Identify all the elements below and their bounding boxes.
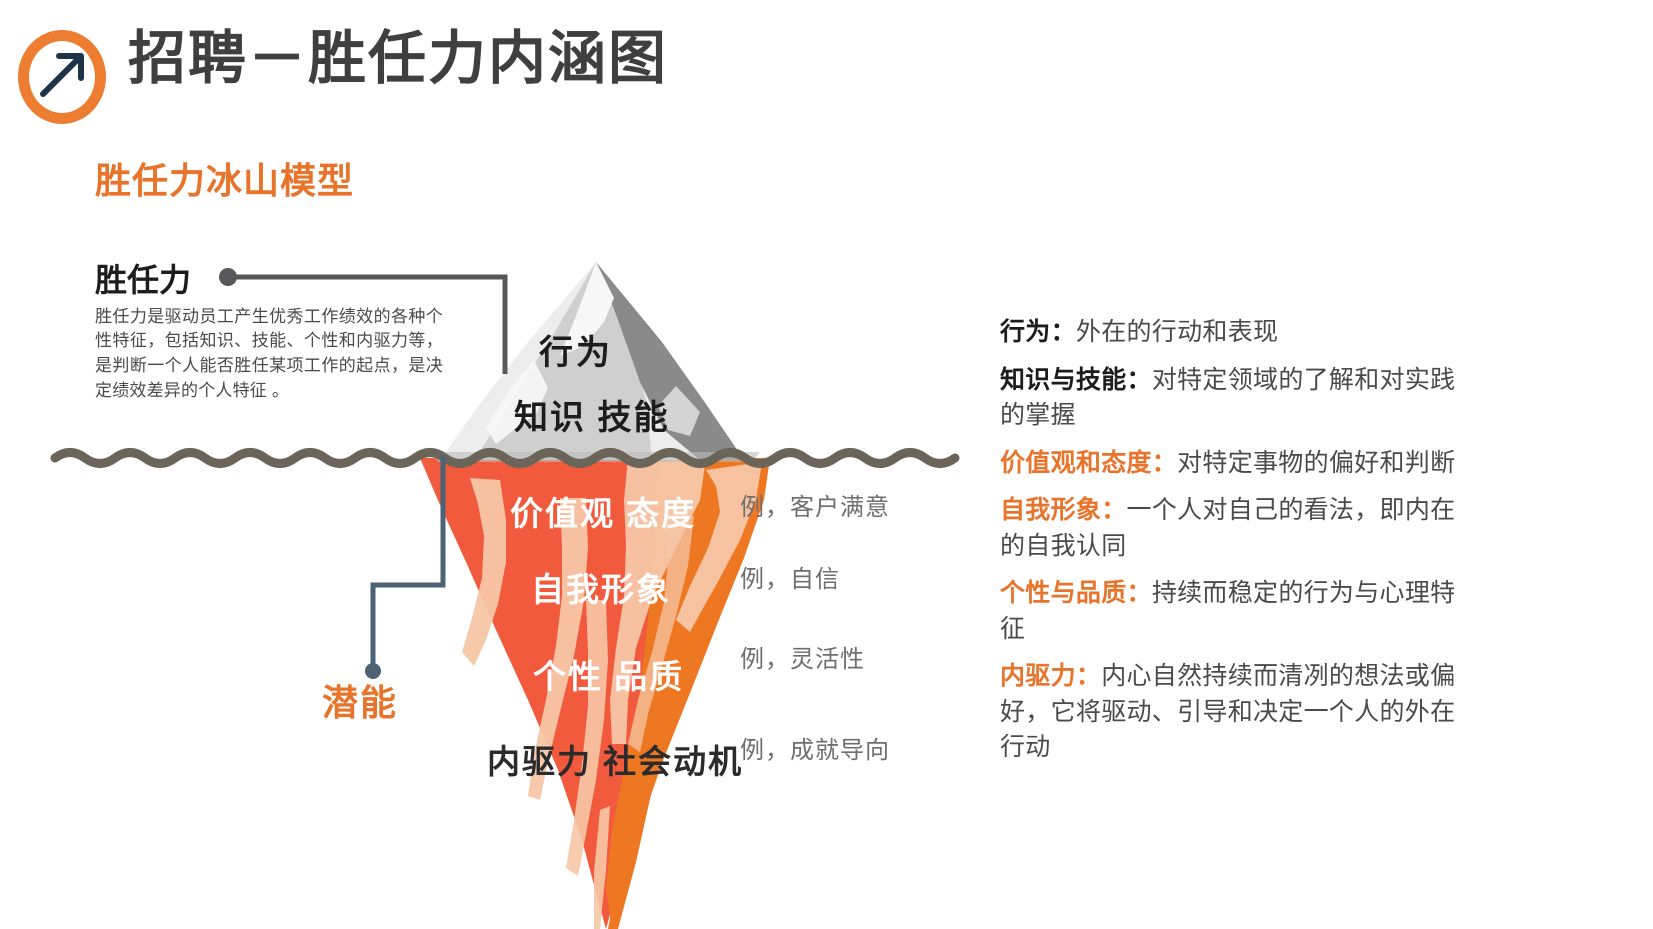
logo-ring [18,30,106,124]
iceberg-peak-snow-b [486,360,548,444]
iceberg-illustration [50,262,960,929]
connector-competency [219,268,508,374]
legend-value: 外在的行动和表现 [1075,318,1279,346]
example-item: 例，自信 [740,566,840,593]
connector-potential [365,455,446,679]
arrow-up-right-circle-icon [40,53,84,97]
iceberg-streak-b [528,498,588,800]
callout-competency: 胜任力 胜任力是驱动员工产生优秀工作绩效的各种个性特征，包括知识、技能、个性和内… [95,262,445,403]
iceberg-streak-d [676,462,762,632]
example-item: 例，灵活性 [740,646,865,673]
callout-potential-label: 潜能 [322,682,399,723]
definition-legend: 行为：外在的行动和表现 知识与技能：对特定领域的了解和对实践的掌握 价值观和态度… [1000,315,1480,778]
legend-key: 自我形象： [1000,496,1127,524]
example-item: 例，成就导向 [740,737,890,764]
legend-value: 对特定领域的了解和对实践的掌握 [1000,365,1456,430]
callout-competency-title: 胜任力 [95,262,192,298]
iceberg-tail-peach [594,806,610,929]
legend-key: 价值观和态度： [1000,448,1178,477]
legend-item-personality: 个性与品质：持续而稳定的行为与心理特征 [1000,576,1480,647]
iceberg-peak-dark [596,262,744,460]
iceberg-label-personality-quality: 个性 品质 [533,658,685,695]
legend-key: 内驱力： [1000,662,1102,690]
iceberg-streak-c [462,478,506,666]
iceberg-label-knowledge-skill: 知识 技能 [514,399,670,437]
legend-key: 知识与技能： [1000,365,1152,394]
legend-item-knowledge: 知识与技能：对特定领域的了解和对实践的掌握 [1000,363,1480,434]
iceberg-streak-e [566,600,608,876]
legend-value: 一个人对自己的看法，即内在的自我认同 [1000,496,1456,560]
legend-item-self-image: 自我形象：一个人对自己的看法，即内在的自我认同 [1000,493,1480,564]
iceberg-label-drive-social-motive: 内驱力 社会动机 [487,743,744,780]
legend-value: 对特定事物的偏好和判断 [1177,448,1456,477]
example-item: 例，客户满意 [740,494,890,521]
callout-competency-body: 胜任力是驱动员工产生优秀工作绩效的各种个性特征，包括知识、技能、个性和内驱力等，… [95,306,443,400]
legend-item-drive: 内驱力：内心自然持续而清冽的想法或偏好，它将驱动、引导和决定一个人的外在行动 [1000,659,1480,766]
iceberg-peak-snow-c [658,386,700,436]
legend-value: 持续而稳定的行为与心理特征 [1000,579,1456,643]
legend-key: 行为： [1000,318,1076,346]
legend-key: 个性与品质： [1000,579,1152,607]
page-title: 招聘－胜任力内涵图 [128,26,669,91]
iceberg-label-self-image: 自我形象 [531,571,671,608]
iceberg-underwater-right-slab [606,458,770,929]
logo-mark [18,30,106,124]
legend-item-values: 价值观和态度：对特定事物的偏好和判断 [1000,446,1480,482]
iceberg-tail-orange [608,790,652,929]
section-title: 胜任力冰山模型 [95,160,355,201]
legend-item-behavior: 行为：外在的行动和表现 [1000,315,1480,351]
iceberg-label-values-attitude: 价值观 态度 [510,495,697,532]
waterline [50,448,960,468]
iceberg-peak-snow-a [560,262,614,356]
legend-value: 内心自然持续而清冽的想法或偏好，它将驱动、引导和决定一个人的外在行动 [1000,662,1456,761]
iceberg-label-behavior: 行为 [539,334,613,372]
iceberg-streak-f [628,516,694,752]
